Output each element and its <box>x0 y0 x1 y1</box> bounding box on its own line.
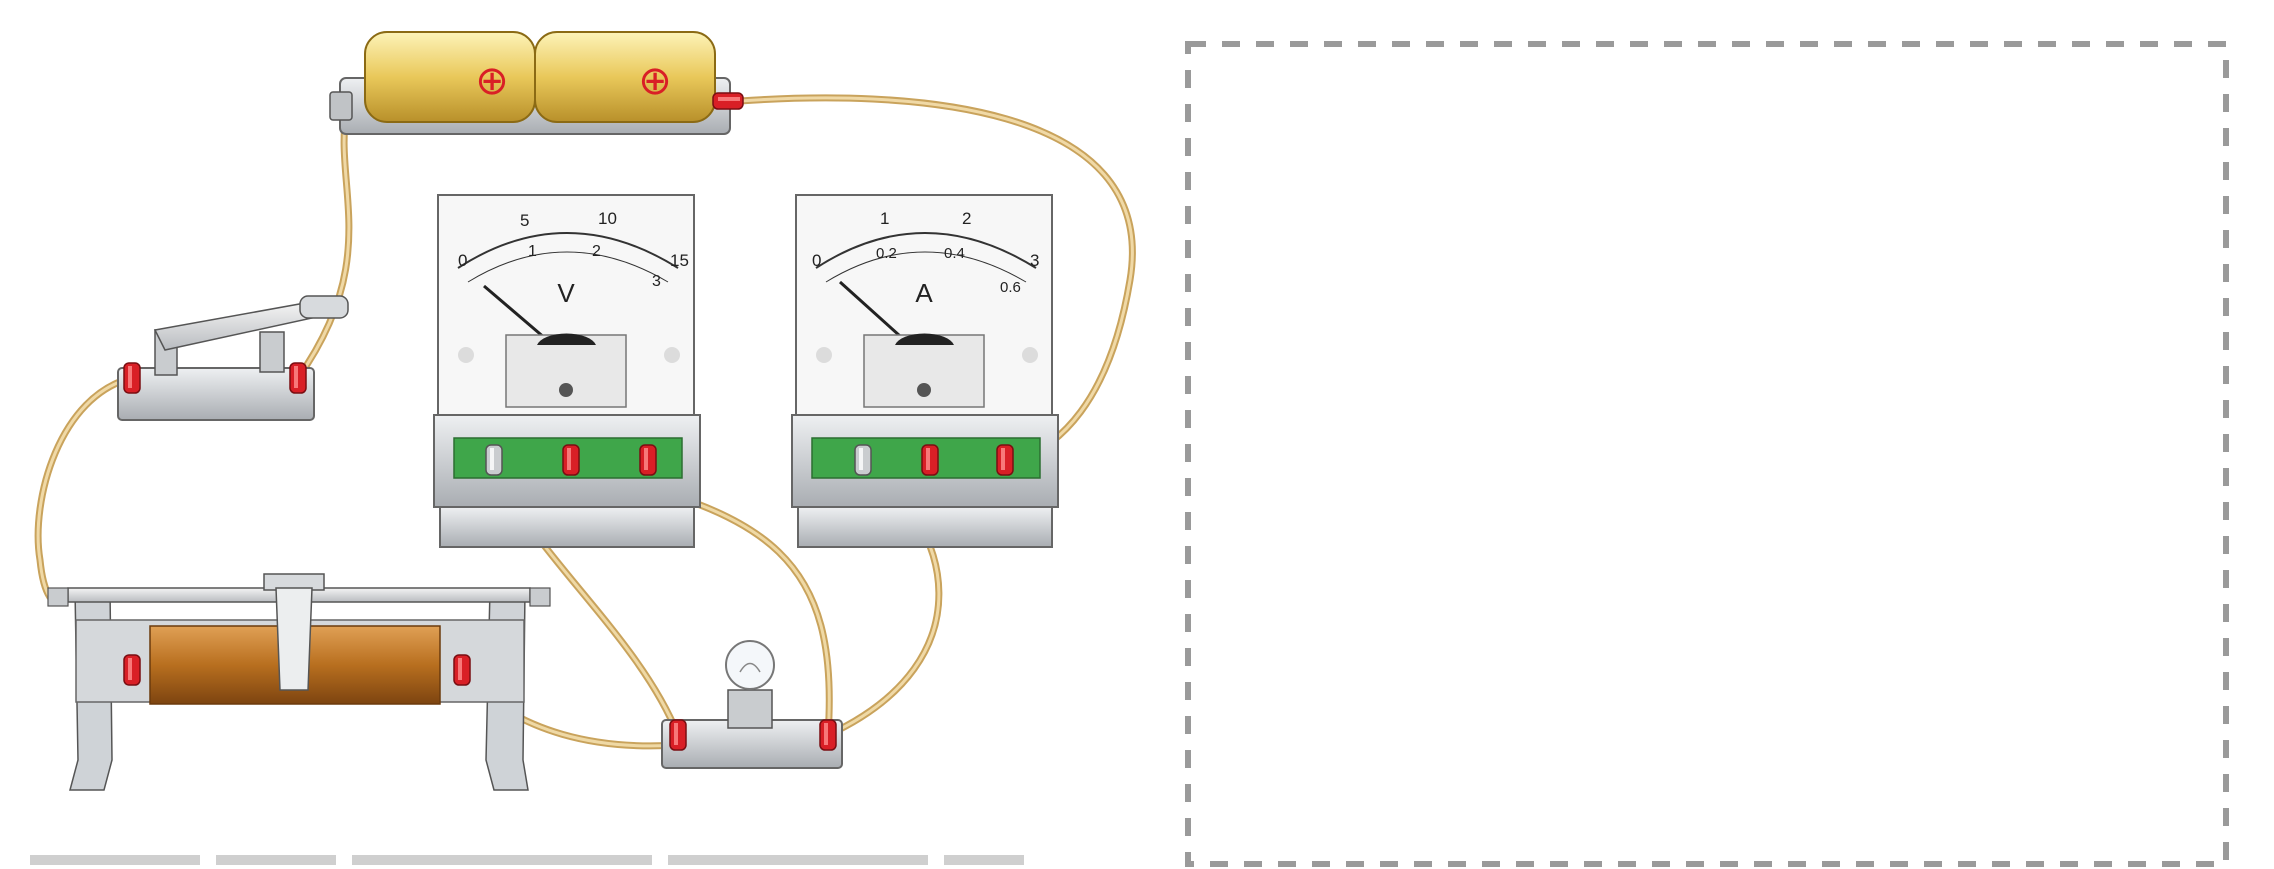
rheostat-terminal-right[interactable] <box>453 654 471 686</box>
circuit-drawing-area[interactable] <box>1185 41 2229 867</box>
battery-plus-icon-2: ⊕ <box>638 58 672 104</box>
switch-terminal-right[interactable] <box>289 362 307 394</box>
voltmeter-scale-10: 10 <box>598 209 617 228</box>
ammeter-scale-0.4: 0.4 <box>944 245 965 262</box>
ammeter-scale-0.6: 0.6 <box>1000 279 1021 296</box>
switch-handle[interactable] <box>299 295 349 319</box>
switch-blade[interactable] <box>153 302 314 351</box>
caption-text-blurred <box>30 852 1040 866</box>
rheostat-slider[interactable] <box>263 573 325 691</box>
ammeter-symbol: A <box>915 278 933 308</box>
bulb-terminal-right[interactable] <box>819 719 837 751</box>
light-bulb <box>661 640 843 769</box>
rheostat <box>47 573 551 791</box>
ammeter-scale-1: 1 <box>880 209 889 228</box>
voltmeter-scale-3: 3 <box>652 273 661 290</box>
voltmeter-terminal-15v[interactable] <box>639 444 657 476</box>
bulb-terminal-left[interactable] <box>669 719 687 751</box>
battery-cell-1 <box>364 31 536 123</box>
voltmeter-scale-15: 15 <box>670 251 689 270</box>
voltmeter-scale-2: 2 <box>592 243 601 260</box>
switch-terminal-left[interactable] <box>123 362 141 394</box>
battery-plus-icon-1: ⊕ <box>475 58 509 104</box>
knife-switch[interactable] <box>117 295 349 421</box>
ammeter-scale-0.2: 0.2 <box>876 245 897 262</box>
ammeter-terminal-3a[interactable] <box>996 444 1014 476</box>
battery-terminal-positive[interactable] <box>712 92 744 110</box>
voltmeter-scale-arc <box>457 232 679 269</box>
voltmeter-scale-0: 0 <box>458 251 467 270</box>
voltmeter-scale-1: 1 <box>528 243 537 260</box>
rheostat-terminal-left[interactable] <box>123 654 141 686</box>
battery: ⊕ ⊕ <box>329 31 744 135</box>
battery-cell-2 <box>534 31 716 123</box>
voltmeter-symbol: V <box>557 278 575 308</box>
voltmeter: 0 5 10 15 1 2 3 V <box>433 194 701 548</box>
ammeter-scale-3: 3 <box>1030 251 1039 270</box>
voltmeter-terminal-3v[interactable] <box>562 444 580 476</box>
ammeter-terminal-negative[interactable] <box>854 444 872 476</box>
ammeter: 0 1 2 3 0.2 0.4 0.6 A <box>791 194 1059 548</box>
ammeter-scale-2: 2 <box>962 209 971 228</box>
ammeter-scale-arc <box>815 232 1037 269</box>
bulb-glass <box>725 640 775 690</box>
voltmeter-terminal-negative[interactable] <box>485 444 503 476</box>
voltmeter-scale-5: 5 <box>520 211 529 230</box>
ammeter-terminal-0.6a[interactable] <box>921 444 939 476</box>
ammeter-scale-0: 0 <box>812 251 821 270</box>
